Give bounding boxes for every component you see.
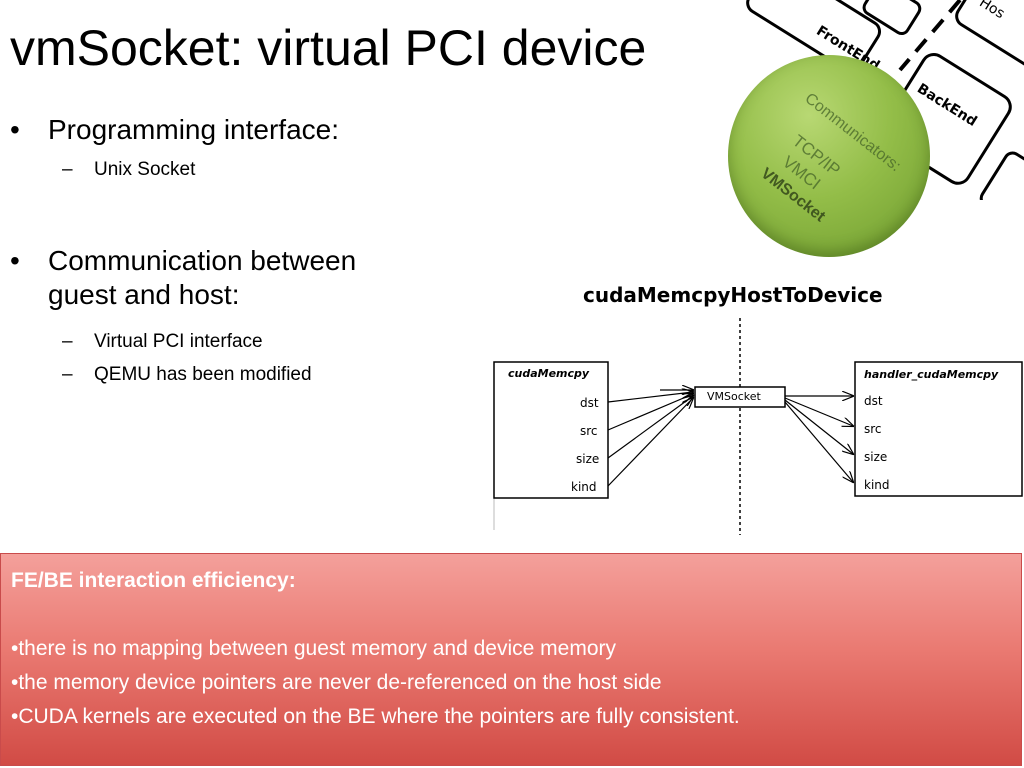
- left-box: [493, 361, 609, 499]
- bullet-text: Programming interface:: [48, 114, 340, 145]
- callout-item: •the memory device pointers are never de…: [11, 671, 662, 694]
- sub-bullet-virtual-pci: – Virtual PCI interface: [62, 330, 263, 354]
- dashed-divider: [898, 0, 962, 72]
- bullet-dot: •: [10, 245, 20, 276]
- callout-item: •CUDA kernels are executed on the BE whe…: [11, 705, 740, 728]
- sub-bullet-dash: –: [62, 159, 73, 180]
- slide-title: vmSocket: virtual PCI device: [10, 20, 647, 76]
- arrows: [607, 390, 853, 487]
- right-field-dst: dst: [864, 394, 883, 408]
- sub-bullet-text: Unix Socket: [94, 159, 196, 180]
- host-box: Hos: [955, 0, 1024, 81]
- right-box: [979, 151, 1024, 200]
- sub-bullet-dash: –: [62, 364, 73, 385]
- bullet-dot: •: [10, 114, 20, 145]
- left-box-title: cudaMemcpy: [508, 367, 590, 380]
- bullet-programming-interface: • Programming interface:: [10, 113, 340, 147]
- sub-bullet-qemu: – QEMU has been modified: [62, 363, 312, 387]
- communicators-circle: [728, 55, 930, 257]
- sub-bullet-text: QEMU has been modified: [94, 364, 312, 385]
- sub-bullet-text: Virtual PCI interface: [94, 331, 263, 352]
- right-field-size: size: [864, 450, 888, 464]
- sub-bullet-unix-socket: – Unix Socket: [62, 158, 196, 182]
- sequence-diagram: [493, 318, 1023, 535]
- left-field-dst: dst: [580, 396, 599, 410]
- callout-heading: FE/BE interaction efficiency:: [11, 569, 296, 592]
- bullet-communication: • Communication between guest and host:: [10, 244, 428, 312]
- small-box: [862, 0, 922, 36]
- efficiency-callout: FE/BE interaction efficiency: •there is …: [0, 553, 1022, 766]
- left-field-kind: kind: [571, 480, 597, 494]
- callout-item: •there is no mapping between guest memor…: [11, 637, 616, 660]
- right-field-src: src: [864, 422, 882, 436]
- sequence-diagram-title: cudaMemcpyHostToDevice: [583, 283, 883, 307]
- sub-bullet-dash: –: [62, 331, 73, 352]
- right-box-title: handler_cudaMemcpy: [864, 368, 999, 381]
- right-field-kind: kind: [864, 478, 890, 492]
- left-field-src: src: [580, 424, 598, 438]
- architecture-diagram: FrontEnd BackEnd Hos: [746, 0, 1024, 200]
- bullet-text: Communication between guest and host:: [48, 245, 357, 310]
- right-box: [854, 361, 1023, 497]
- middle-box-label: VMSocket: [707, 390, 761, 403]
- left-field-size: size: [576, 452, 600, 466]
